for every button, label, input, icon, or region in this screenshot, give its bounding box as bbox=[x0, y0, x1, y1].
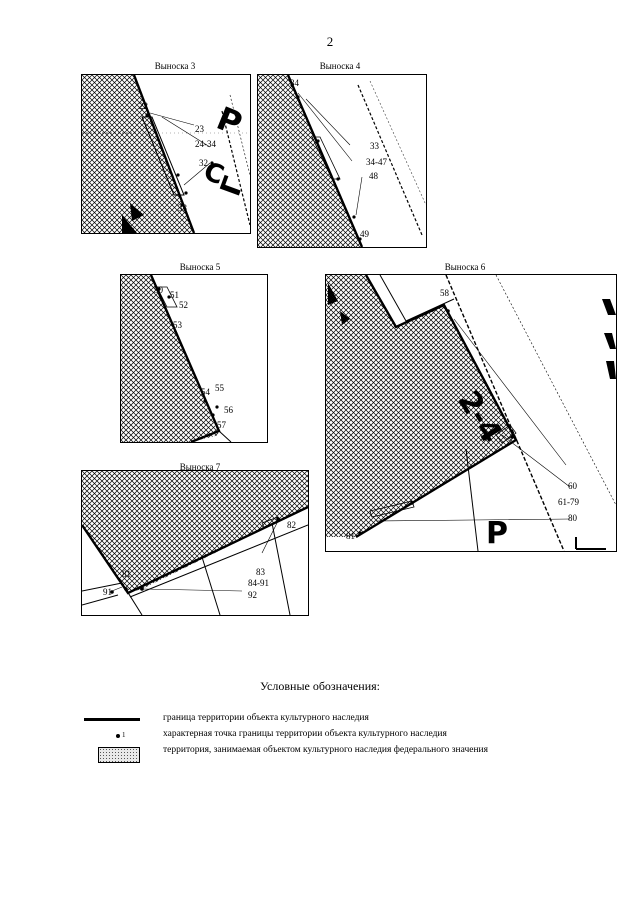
point-label: 54 bbox=[201, 387, 210, 397]
point-label: 34 bbox=[290, 78, 299, 88]
map-letter-r: Р bbox=[212, 99, 248, 143]
legend-title: Условные обозначения: bbox=[259, 679, 381, 693]
legend-item-point: характерная точка границы территории объ… bbox=[163, 729, 447, 739]
point-label: 92 bbox=[248, 590, 257, 600]
legend-item-boundary: граница территории объекта культурного н… bbox=[163, 713, 369, 723]
point-label: 61-79 bbox=[558, 497, 579, 507]
point-label: 60 bbox=[568, 481, 577, 491]
point-label: 81 bbox=[346, 531, 355, 541]
callout-4-title: Выноска 4 bbox=[319, 61, 361, 71]
point-label: 83 bbox=[256, 567, 265, 577]
point-label: 50 bbox=[154, 285, 163, 295]
point-label: 32 bbox=[199, 158, 208, 168]
page-number: 2 bbox=[326, 34, 334, 49]
point-label: 24-34 bbox=[195, 139, 216, 149]
callout-5-title: Выноска 5 bbox=[179, 262, 221, 272]
callout-7-map: 82 83 84-91 92 91 81 bbox=[81, 470, 309, 616]
map-letter-r: Р bbox=[486, 516, 508, 551]
callout-5-map: 50 51 52 53 54 55 56 57 bbox=[120, 274, 268, 443]
point-label: 23 bbox=[195, 124, 204, 134]
point-label: 48 bbox=[369, 171, 378, 181]
callout-6-map: 2-4 Р 58 60 61-79 80 81 bbox=[325, 274, 617, 552]
point-label: 80 bbox=[568, 513, 577, 523]
point-label: 34-47 bbox=[366, 157, 387, 167]
point-label: 81 bbox=[122, 569, 131, 579]
point-label: 33 bbox=[370, 141, 379, 151]
point-label: 57 bbox=[217, 420, 226, 430]
callout-3-map: Р Г С 22 23 24-34 32 33 bbox=[81, 74, 251, 234]
callout-6-title: Выноска 6 bbox=[444, 262, 486, 272]
point-label: 55 bbox=[215, 383, 224, 393]
point-label: 33 bbox=[178, 203, 187, 213]
point-label: 22 bbox=[139, 101, 148, 111]
point-label: 53 bbox=[173, 320, 182, 330]
point-label: 58 bbox=[440, 288, 449, 298]
point-label: 56 bbox=[224, 405, 233, 415]
legend-boundary-line bbox=[84, 718, 140, 721]
callout-4-map: 34 33 34-47 48 49 bbox=[257, 74, 427, 248]
callout-7-title: Выноска 7 bbox=[179, 462, 221, 472]
point-label: 84-91 bbox=[248, 578, 269, 588]
point-label: 52 bbox=[179, 300, 188, 310]
legend-territory-swatch bbox=[98, 747, 140, 763]
point-label: 51 bbox=[170, 290, 179, 300]
point-label: 49 bbox=[360, 229, 369, 239]
point-label: 82 bbox=[287, 520, 296, 530]
legend-item-territory: территория, занимаемая объектом культурн… bbox=[163, 745, 488, 755]
legend-point-marker bbox=[116, 734, 120, 738]
legend-point-number: 1 bbox=[122, 731, 126, 739]
callout-3-title: Выноска 3 bbox=[154, 61, 196, 71]
point-label: 91 bbox=[103, 587, 112, 597]
